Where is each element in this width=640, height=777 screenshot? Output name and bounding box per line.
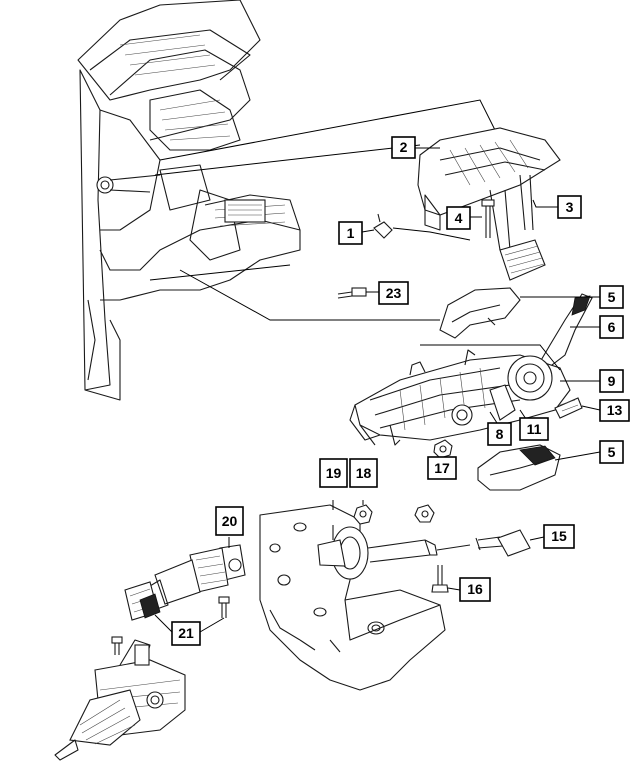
clip-1	[373, 213, 393, 239]
steering-gear-rack	[54, 639, 186, 761]
callout-6: 6	[599, 315, 624, 339]
callout-2: 2	[391, 136, 416, 159]
svg-text:8: 8	[496, 426, 504, 442]
bolt-21	[218, 596, 230, 618]
callout-15: 15	[543, 524, 575, 549]
nut-18	[353, 504, 373, 525]
svg-text:20: 20	[222, 513, 238, 529]
callout-4: 4	[446, 206, 471, 230]
knee-blocker-bracket	[417, 127, 561, 251]
callout-1: 1	[338, 221, 363, 245]
svg-text:17: 17	[434, 460, 450, 476]
nut-17	[433, 439, 453, 459]
intermediate-shaft-ujoint	[124, 544, 246, 621]
callout-20: 20	[215, 506, 244, 536]
svg-text:6: 6	[608, 319, 616, 335]
svg-text:18: 18	[356, 465, 372, 481]
bolt-4	[481, 199, 495, 238]
bolt-23	[337, 287, 367, 299]
upper-shroud	[439, 287, 521, 339]
svg-text:23: 23	[386, 285, 402, 301]
callout-13: 13	[599, 399, 630, 422]
svg-text:11: 11	[527, 421, 542, 437]
callout-5-lower: 5	[599, 440, 624, 464]
svg-text:13: 13	[607, 402, 623, 418]
callout-16: 16	[459, 577, 491, 602]
callout-3: 3	[557, 195, 582, 219]
svg-text:5: 5	[608, 444, 616, 460]
svg-text:19: 19	[326, 465, 342, 481]
callout-19: 19	[319, 458, 348, 488]
svg-text:16: 16	[467, 581, 483, 597]
svg-text:5: 5	[608, 289, 616, 305]
nut-upper-right	[414, 504, 435, 523]
callout-5-upper: 5	[599, 285, 624, 309]
svg-text:2: 2	[400, 139, 408, 155]
callout-18: 18	[349, 458, 378, 488]
callout-17: 17	[427, 456, 457, 480]
svg-text:4: 4	[455, 210, 463, 226]
callout-21: 21	[171, 621, 201, 646]
bolt-16	[431, 565, 449, 593]
svg-text:1: 1	[347, 225, 355, 241]
dash-panel-structure	[77, 0, 301, 401]
multifunction-lever	[539, 293, 593, 369]
callout-11: 11	[519, 417, 549, 441]
svg-text:21: 21	[178, 625, 194, 641]
svg-text:3: 3	[566, 199, 574, 215]
bolt-left-lower	[111, 636, 123, 655]
svg-text:9: 9	[608, 373, 616, 389]
callout-23: 23	[378, 281, 409, 305]
callout-9: 9	[599, 369, 624, 393]
lower-shroud	[477, 444, 561, 491]
callout-8: 8	[487, 422, 512, 446]
svg-text:15: 15	[551, 528, 567, 544]
steering-column-assembly	[349, 349, 583, 446]
column-shaft-boot	[317, 526, 471, 580]
accelerator-pedal	[499, 174, 546, 281]
shaft-pin-15	[475, 529, 531, 557]
